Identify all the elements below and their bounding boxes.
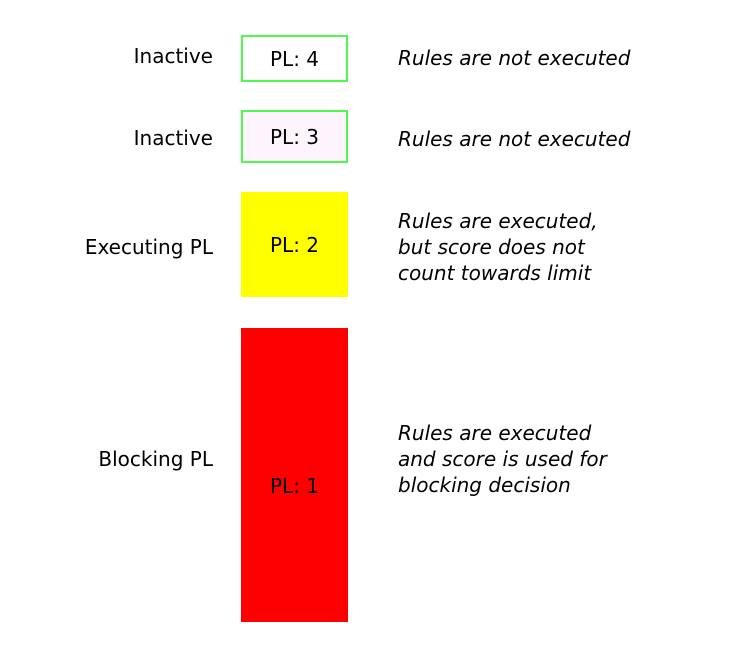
- pl-box-4: PL: 4: [241, 35, 348, 82]
- pl-box-2: PL: 2: [241, 192, 348, 297]
- state-label-pl-3: Inactive: [133, 126, 213, 150]
- pl-box-1: PL: 1: [241, 328, 348, 622]
- description-pl-3: Rules are not executed: [398, 127, 631, 151]
- pl-box-3: PL: 3: [241, 110, 348, 163]
- pl-box-label-1: PL: 1: [269, 474, 320, 498]
- state-label-pl-4: Inactive: [133, 44, 213, 68]
- description-pl-1: Rules are executed and score is used for…: [398, 421, 607, 497]
- pl-box-label-4: PL: 4: [269, 46, 320, 71]
- state-label-pl-1: Blocking PL: [98, 447, 213, 471]
- description-pl-4: Rules are not executed: [398, 46, 631, 70]
- description-pl-2: Rules are executed, but score does not c…: [398, 209, 598, 285]
- pl-box-label-2: PL: 2: [269, 232, 320, 257]
- pl-box-label-3: PL: 3: [269, 124, 320, 149]
- state-label-pl-2: Executing PL: [84, 235, 213, 259]
